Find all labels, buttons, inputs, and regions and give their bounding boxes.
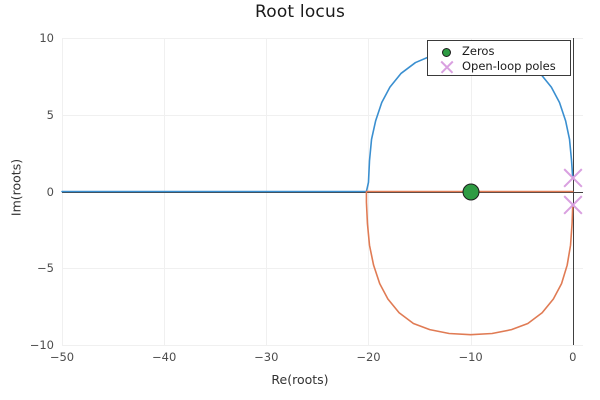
pole-marker-1 [560, 192, 586, 218]
locus-branch-upper [61, 49, 574, 193]
y-axis-label: Im(roots) [8, 158, 24, 217]
pole-marker-icon [434, 59, 462, 74]
x-tick-label-3: −20 [356, 350, 381, 364]
gridline-horizontal-3 [62, 268, 583, 270]
chart-title: Root locus [254, 2, 346, 22]
pole-marker-0 [560, 165, 586, 191]
zero-marker-0 [462, 183, 480, 200]
gridline-horizontal-1 [62, 114, 583, 116]
y-tick-label-4: −10 [29, 338, 54, 352]
zero-marker-icon [434, 44, 462, 59]
locus-branch-lower-arc [365, 190, 574, 336]
legend-box[interactable]: Zeros Open-loop poles [427, 40, 571, 76]
x-tick-label-4: −10 [458, 350, 483, 364]
locus-curves [61, 49, 574, 336]
x-tick-label-0: −50 [49, 350, 75, 364]
gridline-horizontal-4 [62, 345, 583, 346]
y-tick-label-0: 10 [39, 31, 54, 45]
x-tick-label-5: 0 [569, 350, 577, 364]
y-tick-label-2: 0 [46, 184, 54, 199]
legend-item-zeros[interactable]: Zeros [434, 44, 564, 59]
legend-label-zeros: Zeros [462, 44, 495, 58]
y-tick-label-3: −5 [37, 261, 54, 276]
x-axis-label: Re(roots) [271, 372, 329, 387]
legend-item-poles[interactable]: Open-loop poles [434, 59, 564, 74]
legend-label-poles: Open-loop poles [462, 59, 556, 73]
gridline-horizontal-0 [62, 38, 583, 39]
y-tick-label-1: 5 [46, 107, 54, 122]
x-tick-label-1: −40 [152, 350, 177, 364]
plot-area [61, 38, 586, 346]
x-tick-label-2: −30 [254, 350, 279, 364]
